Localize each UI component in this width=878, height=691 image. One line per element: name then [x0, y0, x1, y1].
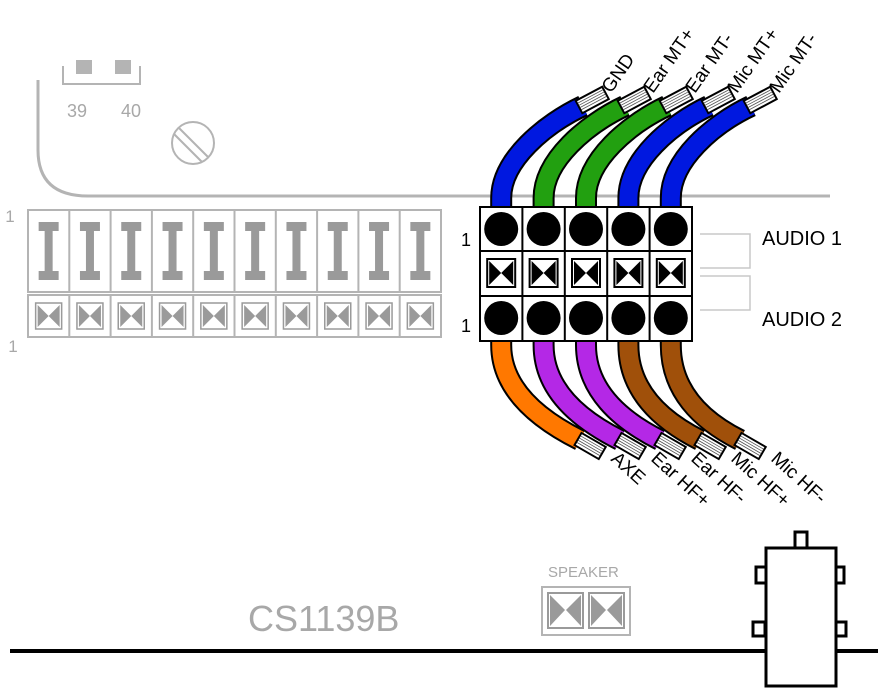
audio2-pin-icon: [611, 301, 646, 335]
jumper-pad-icon: [406, 302, 435, 330]
jumper-pad-icon: [200, 302, 228, 330]
wire-strands-icon: [742, 85, 779, 115]
audio1-pin-icon: [569, 212, 603, 246]
audio1-pin-icon: [526, 212, 561, 246]
wire-strands-icon: [616, 85, 653, 115]
jumper-pad-icon: [528, 258, 559, 288]
wire: [532, 318, 626, 450]
audio2-pin-icon: [569, 301, 603, 335]
jumper-bar-icon: [369, 222, 390, 280]
wire: [659, 318, 746, 450]
wire: [575, 96, 672, 225]
pin-label-40: 40: [121, 101, 141, 121]
jumper-pad-icon: [158, 302, 187, 330]
audio1-pin-icon: [653, 212, 688, 246]
jumper-bar-icon: [327, 222, 348, 280]
jumper-pad-icon: [613, 258, 644, 288]
jumper-bar-icon: [121, 222, 142, 280]
audio-header: [479, 206, 693, 342]
wire: [617, 96, 714, 225]
jumper-pad-icon: [117, 302, 145, 330]
audio1-pin-icon: [484, 212, 519, 246]
audio1-label: AUDIO 1: [762, 228, 842, 250]
audio1-pin-icon: [611, 212, 646, 246]
audio2-pin-icon: [484, 301, 519, 335]
wire: [617, 318, 706, 450]
jumper-pad-icon: [571, 258, 601, 288]
speaker-pin-1-icon: [547, 592, 584, 629]
speaker-label: SPEAKER: [548, 564, 619, 581]
wire: [490, 96, 588, 225]
wire-strands-icon: [574, 85, 611, 115]
jumper-pad-icon: [76, 302, 104, 330]
wire: [659, 96, 756, 225]
audio2-pin-icon: [653, 301, 688, 335]
jumper-bar-icon: [79, 222, 100, 280]
wire-strands-icon: [613, 431, 648, 461]
jumper-block: [27, 209, 442, 338]
speaker-pin-2-icon: [588, 592, 625, 629]
jumper-bar-icon: [245, 222, 266, 280]
jumper-index-top: 1: [5, 207, 14, 226]
jumper-pad-icon: [486, 258, 517, 288]
jumper-pad-icon: [282, 302, 311, 330]
audio-label-brackets: [700, 233, 751, 311]
jumper-bar-icon: [162, 222, 183, 280]
jumper-bar-icon: [410, 222, 431, 280]
speaker-connector: [541, 586, 631, 636]
jumper-bar-icon: [203, 222, 224, 280]
jumper-pad-icon: [365, 302, 393, 330]
plug-connector: [751, 530, 848, 688]
audio2-pin1-label: 1: [461, 316, 471, 336]
wire: [532, 96, 630, 225]
wire-strands-icon: [700, 85, 737, 115]
audio2-pin-icon: [526, 301, 561, 335]
jumper-pad-icon: [324, 302, 352, 330]
jumper-pad-icon: [34, 302, 63, 330]
wire-strands-icon: [573, 431, 608, 461]
audio1-pin1-label: 1: [461, 230, 471, 250]
wire: [490, 318, 585, 450]
jumper-pad-icon: [241, 302, 269, 330]
audio2-label: AUDIO 2: [762, 309, 842, 331]
screw-icon: [171, 121, 215, 165]
model-label: CS1139B: [248, 598, 399, 639]
pin-label-39: 39: [67, 101, 87, 121]
wire: [575, 318, 666, 450]
jumper-bar-icon: [38, 222, 59, 280]
jumper-pad-icon: [655, 258, 686, 288]
wire-strands-icon: [653, 431, 688, 461]
wire-strands-icon: [658, 85, 695, 115]
board-outline: [36, 80, 830, 198]
jumper-index-bottom: 1: [8, 337, 17, 356]
jumper-bar-icon: [286, 222, 307, 280]
pin-pads: [62, 60, 141, 85]
top-wire-label: GND: [598, 50, 639, 97]
wire-strands-icon: [693, 431, 728, 461]
wire-strands-icon: [733, 431, 768, 461]
